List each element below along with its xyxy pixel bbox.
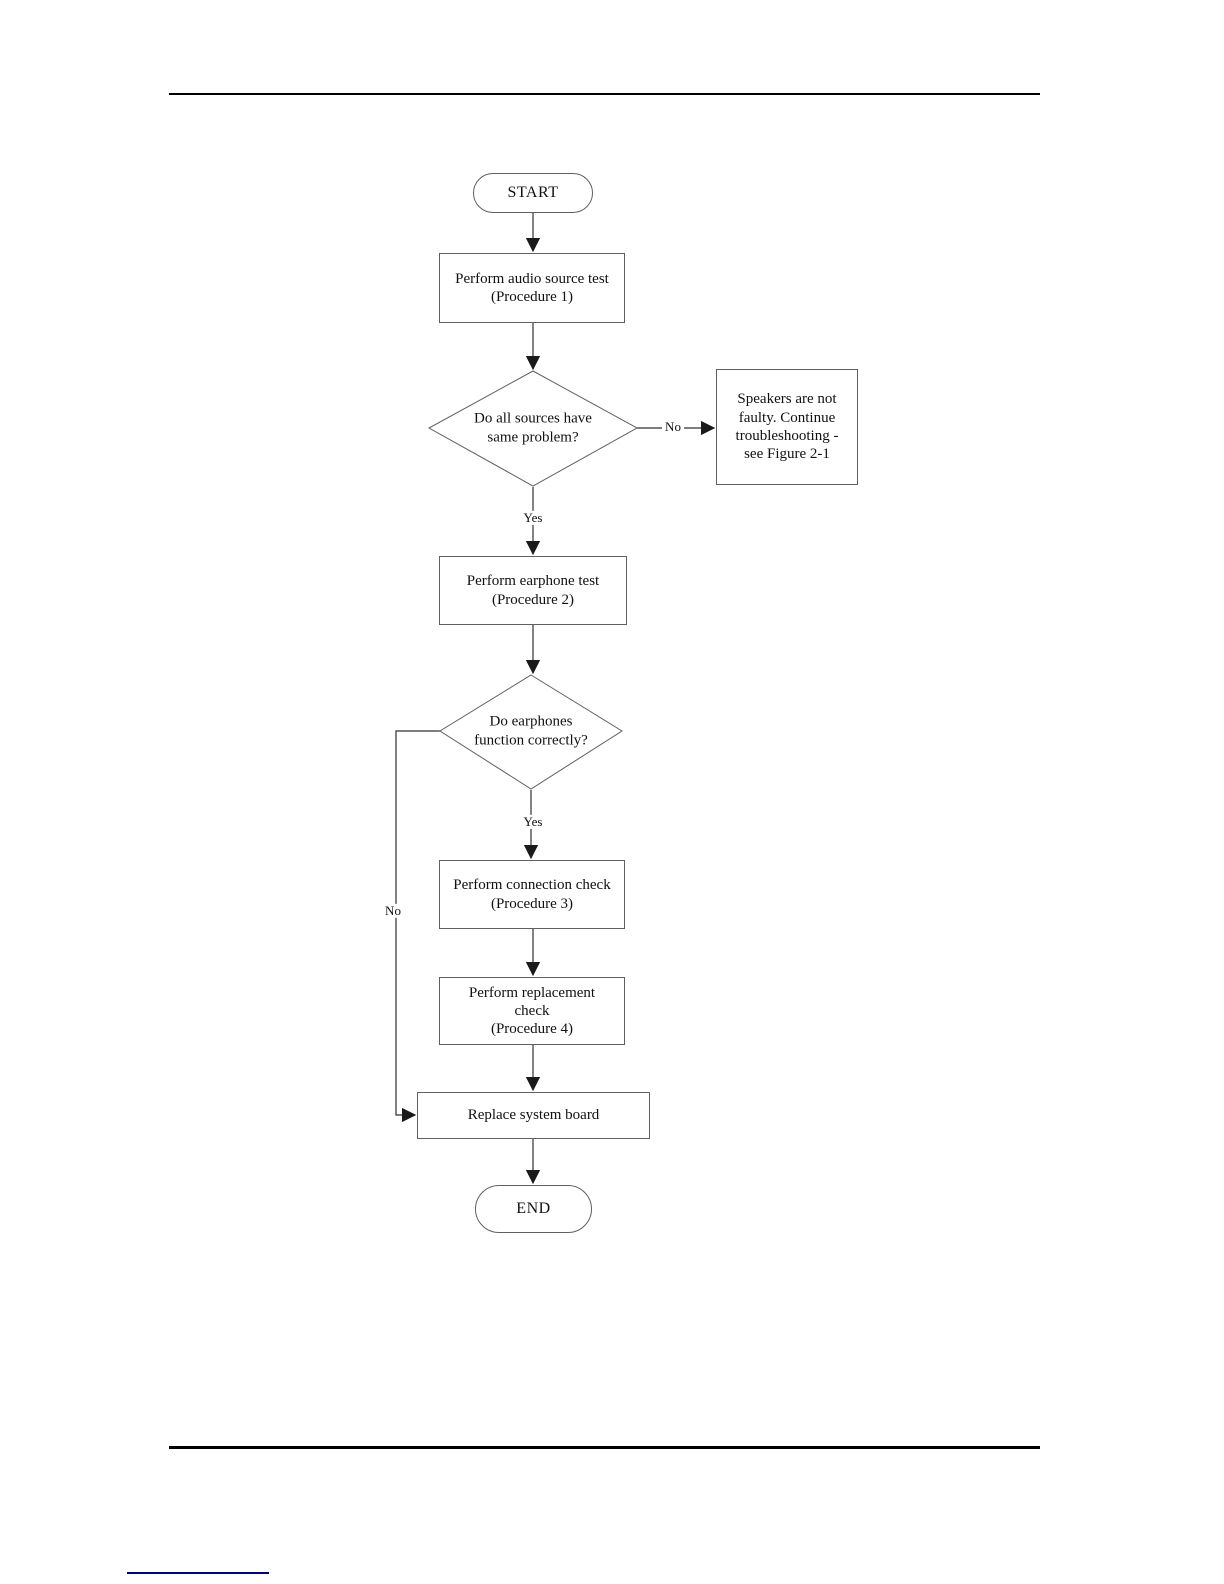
footer-link-underline[interactable] — [127, 1572, 269, 1574]
edge-decision2-no-feedback — [395, 730, 440, 1123]
header-rule — [169, 93, 1040, 95]
step-replacement-check: Perform replacement check (Procedure 4) — [439, 977, 625, 1045]
step-audio-source-test: Perform audio source test (Procedure 1) — [439, 253, 625, 323]
decision-sources-label: Do all sources have same problem? — [474, 410, 592, 445]
step-speakers-not-faulty: Speakers are not faulty. Continue troubl… — [716, 369, 858, 485]
decision-earphones-label: Do earphones function correctly? — [474, 713, 588, 748]
footer-rule — [169, 1446, 1040, 1449]
edge-label-sources-no: No — [662, 419, 684, 435]
step-replace-system-board: Replace system board — [417, 1092, 650, 1139]
step-connection-check: Perform connection check (Procedure 3) — [439, 860, 625, 929]
start-node: START — [473, 173, 593, 213]
decision-earphones-diamond — [439, 674, 623, 790]
edge-label-earphones-yes: Yes — [520, 814, 546, 830]
edge-label-sources-yes: Yes — [520, 510, 546, 526]
decision-sources-diamond — [427, 370, 639, 487]
end-node: END — [475, 1185, 592, 1233]
step-earphone-test: Perform earphone test (Procedure 2) — [439, 556, 627, 625]
edge-label-earphones-no: No — [382, 903, 404, 919]
